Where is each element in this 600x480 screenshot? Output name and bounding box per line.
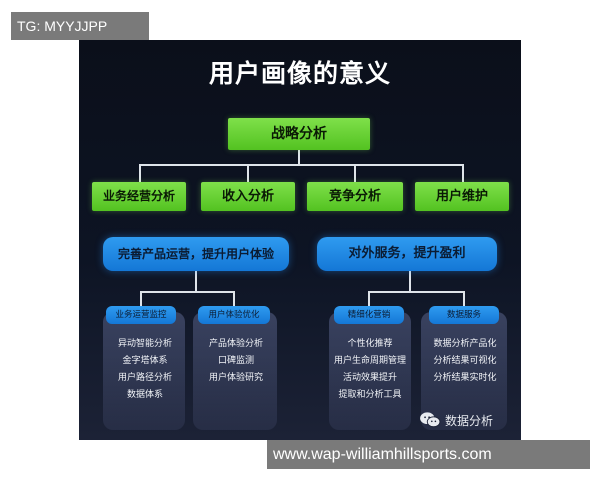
list-item: 口碑监测: [217, 356, 254, 366]
connector-to-level2-1: [139, 164, 141, 182]
card-precision-marketing: [329, 312, 411, 430]
connector-blue-right-down: [409, 271, 411, 292]
list-item: 金字塔体系: [122, 356, 168, 366]
level2-box-user-maintenance: 用户维护: [415, 182, 509, 211]
strategy-analysis-box: 战略分析: [228, 118, 370, 150]
connector-card-3: [368, 291, 370, 306]
wechat-icon: [420, 412, 441, 428]
card-items-data-service: 数据分析产品化 分析结果可视化 分析结果实时化: [422, 336, 508, 387]
card-data-service: [421, 312, 507, 430]
connector-card-1: [140, 291, 142, 306]
list-item: 分析结果可视化: [433, 356, 497, 366]
connector-blue-left-bar: [140, 291, 235, 293]
card-header-business-monitoring: 业务运营监控: [106, 306, 176, 324]
list-item: 活动效果提升: [342, 373, 397, 383]
card-items-business-monitoring: 异动智能分析 金字塔体系 用户路径分析 数据体系: [105, 336, 185, 404]
connector-to-level2-4: [462, 164, 464, 182]
poster-image: 用户画像的意义 战略分析 业务经营分析 收入分析 竞争分析 用户维护 完善产品运…: [79, 40, 521, 440]
connector-blue-right-bar: [368, 291, 465, 293]
list-item: 提取和分析工具: [338, 390, 402, 400]
card-header-data-service: 数据服务: [429, 306, 499, 324]
list-item: 数据体系: [126, 390, 163, 400]
connector-horizontal-bar: [139, 164, 463, 166]
connector-card-4: [463, 291, 465, 306]
connector-blue-left-down: [195, 271, 197, 292]
list-item: 用户体验研究: [208, 373, 263, 383]
poster-title: 用户画像的意义: [208, 59, 391, 88]
brand-label: 数据分析: [445, 413, 494, 428]
level2-box-competition: 竞争分析: [307, 182, 403, 211]
connector-root-down: [298, 150, 300, 164]
telegram-tag: TG: MYYJJPP: [11, 12, 149, 40]
list-item: 用户路径分析: [117, 373, 172, 383]
level3-box-product-operation: 完善产品运营，提升用户体验: [103, 237, 289, 271]
level2-box-business: 业务经营分析: [92, 182, 186, 211]
list-item: 异动智能分析: [117, 339, 172, 349]
card-header-precision-marketing: 精细化营销: [334, 306, 404, 324]
list-item: 产品体验分析: [208, 339, 263, 349]
watermark-url: www.wap-williamhillsports.com: [267, 440, 590, 469]
card-business-monitoring: [103, 312, 185, 430]
connector-card-2: [233, 291, 235, 306]
connector-to-level2-2: [247, 164, 249, 182]
list-item: 分析结果实时化: [433, 373, 497, 383]
list-item: 数据分析产品化: [433, 339, 497, 349]
card-items-user-experience: 产品体验分析 口碑监测 用户体验研究: [195, 336, 277, 387]
list-item: 个性化推荐: [347, 339, 393, 349]
level2-box-revenue: 收入分析: [201, 182, 295, 211]
card-items-precision-marketing: 个性化推荐 用户生命周期管理 活动效果提升 提取和分析工具: [325, 336, 415, 404]
level3-box-external-service: 对外服务，提升盈利: [317, 237, 497, 271]
list-item: 用户生命周期管理: [333, 356, 406, 366]
connector-to-level2-3: [354, 164, 356, 182]
card-user-experience: [193, 312, 277, 430]
brand-mark: 数据分析: [419, 409, 493, 431]
card-header-user-experience: 用户体验优化: [198, 306, 270, 324]
